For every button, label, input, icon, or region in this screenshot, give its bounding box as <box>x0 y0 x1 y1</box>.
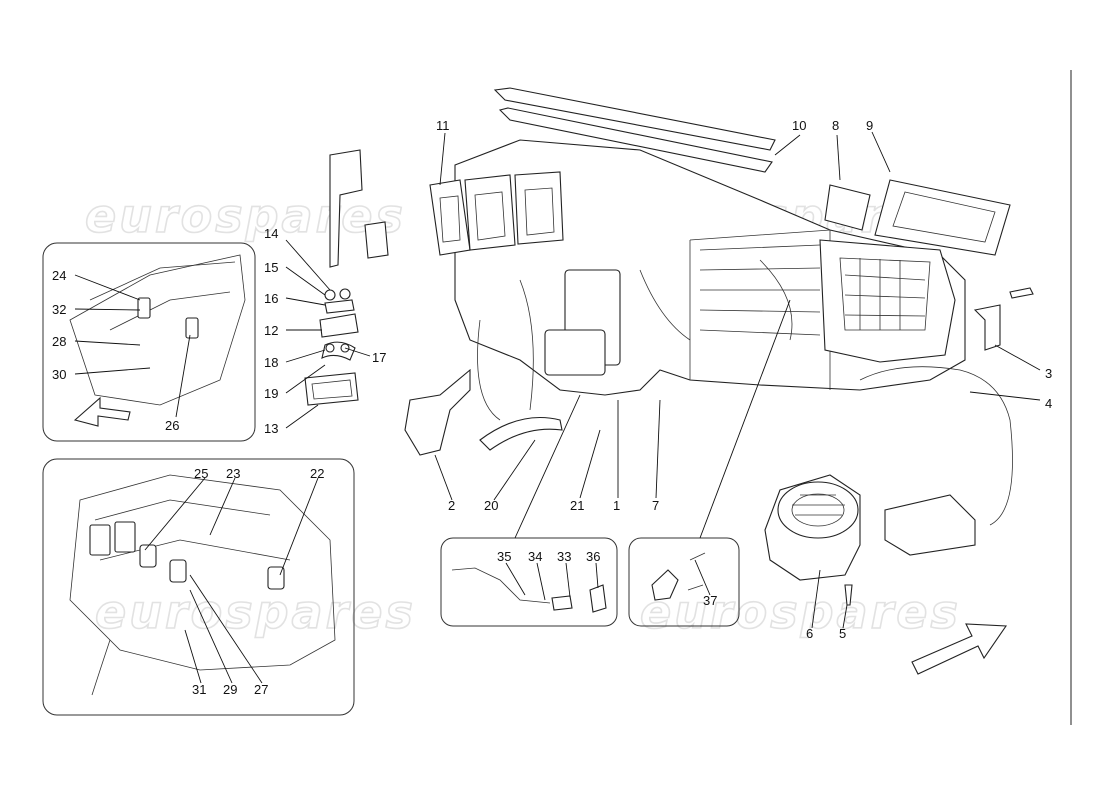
callout-9: 9 <box>866 118 873 133</box>
callout-5: 5 <box>839 626 846 641</box>
callout-28: 28 <box>52 334 66 349</box>
inset-box-top-left <box>42 242 256 442</box>
callout-19: 19 <box>264 386 278 401</box>
callout-15: 15 <box>264 260 278 275</box>
watermark-bottom-right: eurospares <box>640 585 961 639</box>
callout-17: 17 <box>372 350 386 365</box>
callout-26: 26 <box>165 418 179 433</box>
drain-pipe-illustration <box>479 417 563 451</box>
clip-illustration <box>651 552 706 601</box>
callout-27: 27 <box>254 682 268 697</box>
bracket-illustration <box>404 368 471 456</box>
callout-21: 21 <box>570 498 584 513</box>
callout-12: 12 <box>264 323 278 338</box>
inset-box-clip <box>628 537 740 627</box>
hvac-unit-illustration <box>429 87 1013 526</box>
callout-30: 30 <box>52 367 66 382</box>
callout-20: 20 <box>484 498 498 513</box>
callout-29: 29 <box>223 682 237 697</box>
callout-31: 31 <box>192 682 206 697</box>
callout-3: 3 <box>1045 366 1052 381</box>
bracket-3-illustration <box>973 304 1001 351</box>
callout-labels: 1 2 3 4 5 6 7 8 9 10 11 12 13 14 15 16 1… <box>52 118 1052 697</box>
callout-33: 33 <box>557 549 571 564</box>
inset-bottom-left-illustration <box>69 474 336 696</box>
callout-2: 2 <box>448 498 455 513</box>
inset-box-pipe-kit <box>440 537 618 627</box>
leader-lines <box>74 131 1041 684</box>
control-module-illustration <box>884 494 976 556</box>
gasket-8-illustration <box>824 184 871 231</box>
callout-34: 34 <box>528 549 542 564</box>
callout-18: 18 <box>264 355 278 370</box>
callout-35: 35 <box>497 549 511 564</box>
callout-1: 1 <box>613 498 620 513</box>
pipe-kit-illustration <box>451 567 607 613</box>
callout-23: 23 <box>226 466 240 481</box>
callout-22: 22 <box>310 466 324 481</box>
callout-13: 13 <box>264 421 278 436</box>
callout-6: 6 <box>806 626 813 641</box>
callout-24: 24 <box>52 268 66 283</box>
watermark-top-left: eurospares <box>85 189 406 243</box>
small-parts-illustration <box>304 149 389 406</box>
watermark-bottom-left: eurospares <box>95 585 416 639</box>
callout-7: 7 <box>652 498 659 513</box>
direction-arrow-bottom-right-icon <box>911 623 1008 675</box>
callout-14: 14 <box>264 226 278 241</box>
callout-32: 32 <box>52 302 66 317</box>
callout-37: 37 <box>703 593 717 608</box>
callout-4: 4 <box>1045 396 1052 411</box>
callout-11: 11 <box>436 118 450 133</box>
inset-top-left-illustration <box>69 254 246 427</box>
gasket-9-illustration <box>874 179 1011 256</box>
callout-16: 16 <box>264 291 278 306</box>
blower-illustration <box>764 474 861 606</box>
callout-10: 10 <box>792 118 806 133</box>
callout-8: 8 <box>832 118 839 133</box>
callout-25: 25 <box>194 466 208 481</box>
inset-box-bottom-left <box>42 458 355 716</box>
callout-36: 36 <box>586 549 600 564</box>
